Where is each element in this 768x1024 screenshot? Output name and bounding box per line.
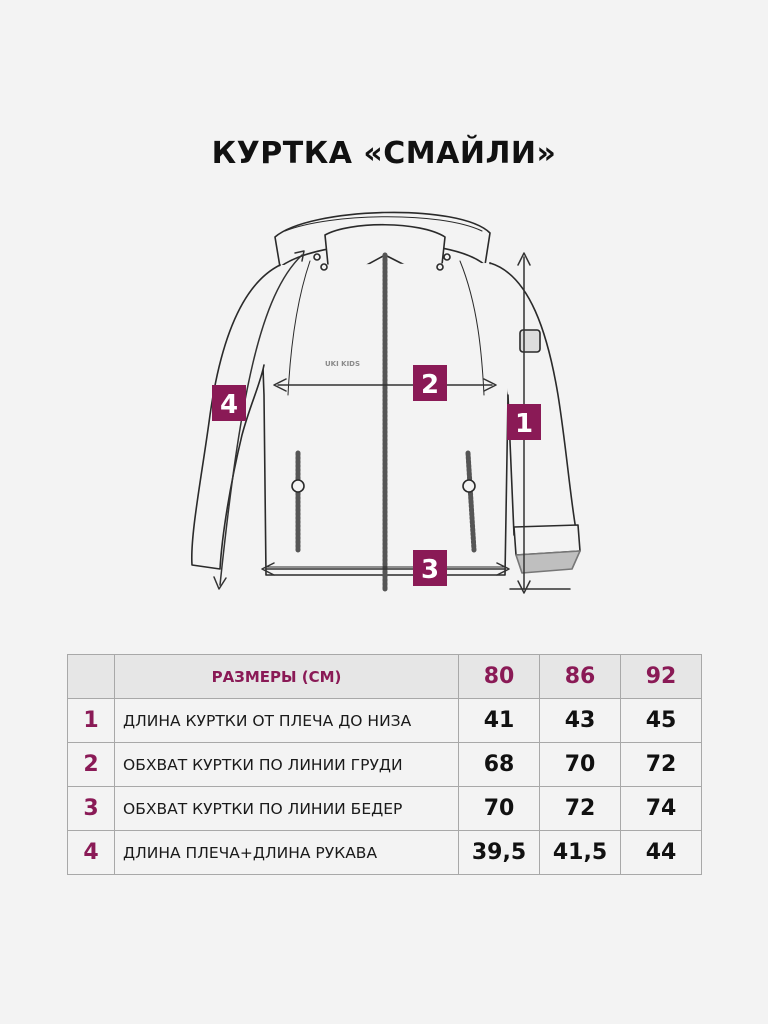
row-value: 72 — [539, 786, 621, 831]
measure-badge-4: 4 — [212, 385, 246, 421]
row-number: 2 — [67, 742, 115, 787]
row-value: 41,5 — [539, 830, 621, 875]
row-label: ОБХВАТ КУРТКИ ПО ЛИНИИ ГРУДИ — [114, 742, 459, 787]
row-value: 45 — [620, 698, 702, 743]
row-number: 1 — [67, 698, 115, 743]
jacket-sketch: UKI KIDS 1 2 — [160, 195, 610, 605]
size-80: 80 — [458, 654, 540, 699]
header-blank-cell — [67, 654, 115, 699]
svg-text:1: 1 — [515, 409, 533, 439]
row-value: 72 — [620, 742, 702, 787]
size-table: РАЗМЕРЫ (СМ) 80 86 92 1 ДЛИНА КУРТКИ ОТ … — [67, 654, 702, 875]
row-value: 70 — [458, 786, 540, 831]
right-sleeve — [489, 262, 577, 536]
measure-line-2 — [273, 378, 497, 392]
measure-badge-3: 3 — [413, 550, 447, 586]
row-label: ДЛИНА КУРТКИ ОТ ПЛЕЧА ДО НИЗА — [114, 698, 459, 743]
row-number: 3 — [67, 786, 115, 831]
table-row: 1 ДЛИНА КУРТКИ ОТ ПЛЕЧА ДО НИЗА 41 43 45 — [67, 698, 702, 743]
table-row: 3 ОБХВАТ КУРТКИ ПО ЛИНИИ БЕДЕР 70 72 74 — [67, 786, 702, 831]
row-value: 39,5 — [458, 830, 540, 875]
row-value: 74 — [620, 786, 702, 831]
row-number: 4 — [67, 830, 115, 875]
size-table-header: РАЗМЕРЫ (СМ) 80 86 92 — [67, 654, 702, 699]
brand-mark: UKI KIDS — [325, 360, 360, 368]
measure-line-3 — [261, 562, 510, 576]
measure-badge-2: 2 — [413, 365, 447, 401]
size-86: 86 — [539, 654, 621, 699]
page-title: КУРТКА «СМАЙЛИ» — [211, 136, 557, 171]
right-pocket — [465, 450, 477, 553]
row-value: 43 — [539, 698, 621, 743]
size-92: 92 — [620, 654, 702, 699]
svg-text:2: 2 — [421, 370, 439, 400]
row-label: ДЛИНА ПЛЕЧА+ДЛИНА РУКАВА — [114, 830, 459, 875]
row-value: 44 — [620, 830, 702, 875]
row-value: 68 — [458, 742, 540, 787]
svg-text:3: 3 — [421, 555, 439, 585]
measure-line-4 — [213, 250, 305, 590]
table-row: 4 ДЛИНА ПЛЕЧА+ДЛИНА РУКАВА 39,5 41,5 44 — [67, 830, 702, 875]
row-label: ОБХВАТ КУРТКИ ПО ЛИНИИ БЕДЕР — [114, 786, 459, 831]
row-value: 70 — [539, 742, 621, 787]
right-knit — [515, 550, 581, 574]
svg-text:4: 4 — [220, 390, 238, 420]
table-row: 2 ОБХВАТ КУРТКИ ПО ЛИНИИ ГРУДИ 68 70 72 — [67, 742, 702, 787]
row-value: 41 — [458, 698, 540, 743]
sizes-header-label: РАЗМЕРЫ (СМ) — [114, 654, 459, 699]
measure-badge-1: 1 — [507, 404, 541, 440]
